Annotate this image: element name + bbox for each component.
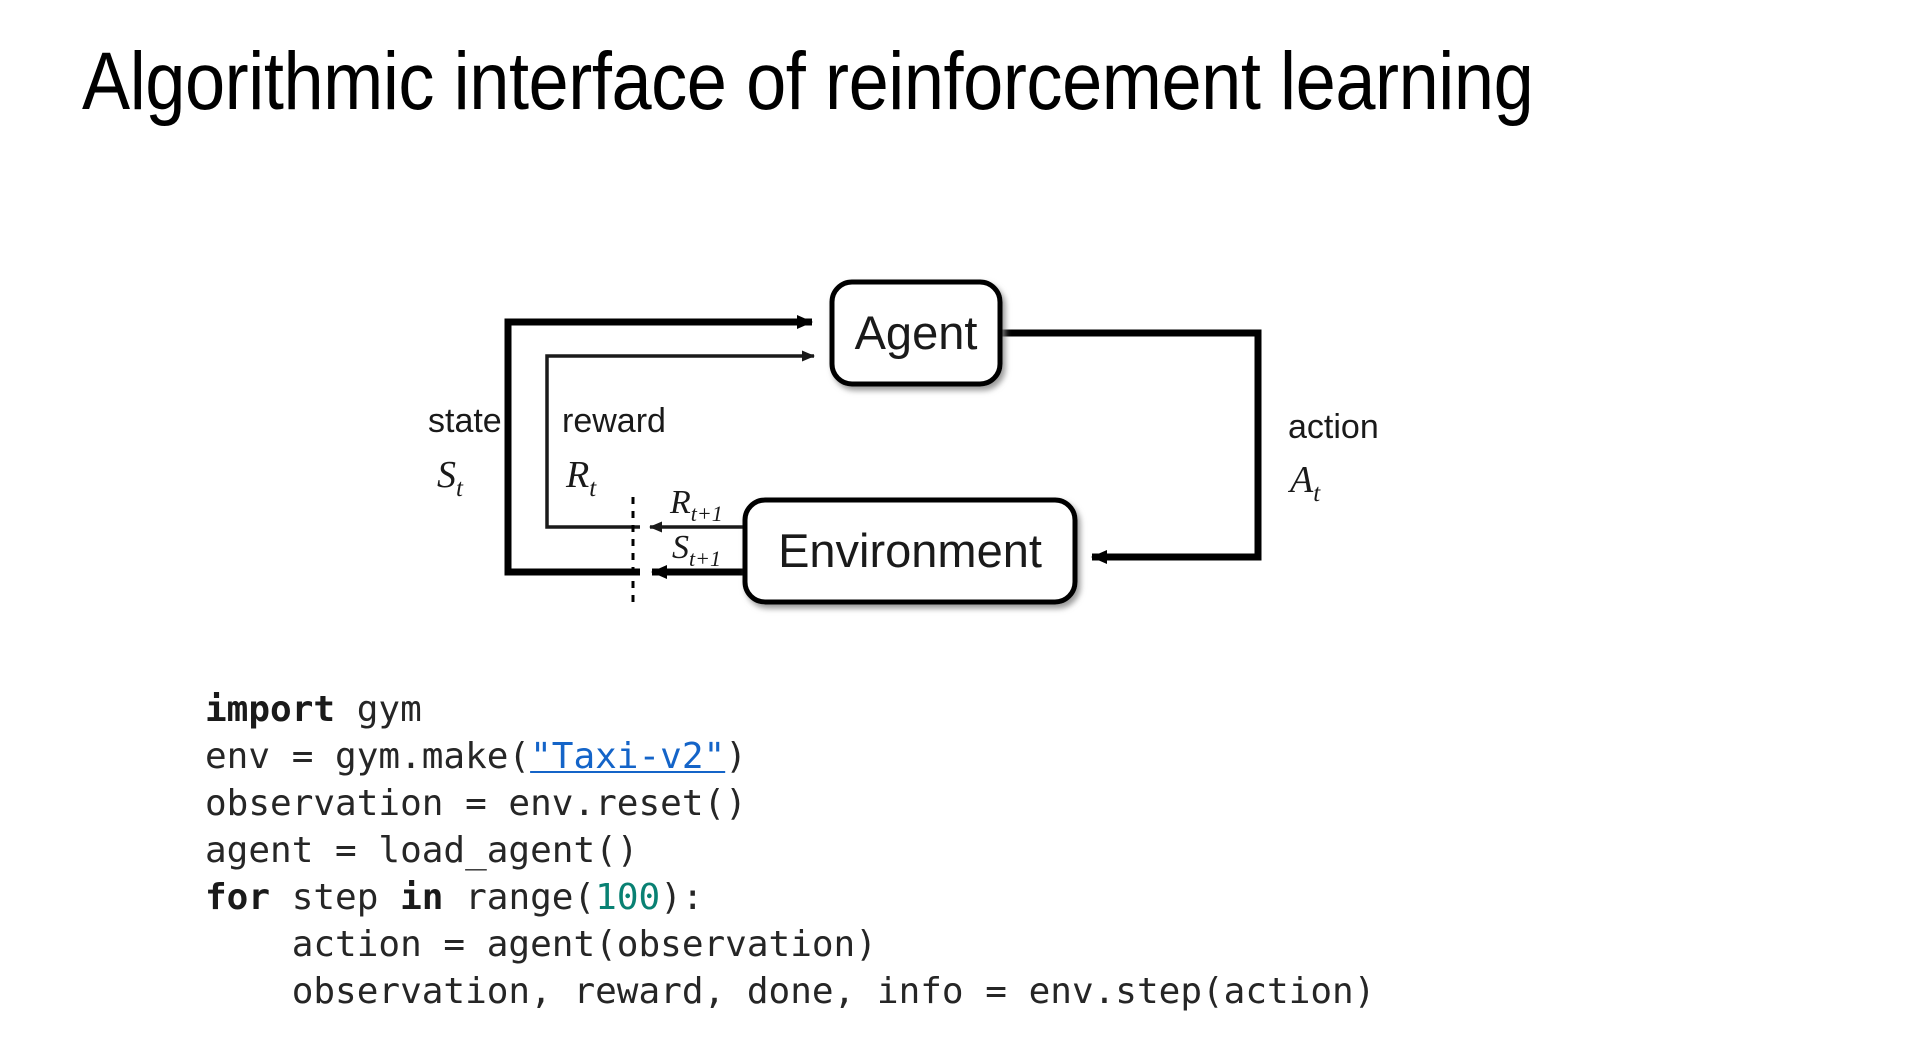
agent-node	[829, 279, 1003, 387]
code-line: observation, reward, done, info = env.st…	[205, 968, 1376, 1015]
state-next-label: St+1	[672, 529, 721, 571]
code-token: range(	[443, 877, 596, 918]
state-edge	[504, 315, 813, 576]
reward-edge	[545, 350, 815, 529]
code-line: agent = load_agent()	[205, 827, 1375, 874]
environment-node-label: Environment	[778, 524, 1042, 577]
code-line: observation = env.reset()	[205, 780, 1375, 827]
state-label-symbol: St	[437, 454, 464, 502]
reward-label-text: reward	[562, 402, 666, 440]
code-line: for step in range(100):	[205, 874, 1375, 921]
environment-node	[742, 497, 1078, 605]
code-token: for	[205, 877, 271, 918]
code-token: env = gym.make(	[205, 736, 531, 777]
code-link[interactable]: "Taxi-v2"	[530, 736, 726, 777]
code-line: env = gym.make("Taxi-v2")	[205, 733, 1375, 780]
code-token: observation, reward, done, info = env.st…	[205, 971, 1376, 1012]
reward-label-symbol: Rt	[565, 454, 597, 502]
code-token: )	[725, 736, 747, 777]
code-token: 100	[595, 877, 661, 918]
code-token: step	[270, 877, 401, 918]
page-title: Algorithmic interface of reinforcement l…	[82, 36, 1534, 127]
reward-next-label: Rt+1	[669, 484, 723, 526]
state-label-text: state	[428, 402, 502, 440]
code-line: action = agent(observation)	[205, 921, 1375, 968]
action-label-text: action	[1288, 408, 1379, 446]
code-token: in	[400, 877, 444, 918]
action-edge	[1000, 329, 1262, 564]
agent-node-label: Agent	[855, 306, 978, 359]
code-token: action = agent(observation)	[205, 924, 877, 965]
code-token: gym	[335, 689, 422, 730]
code-token: import	[205, 689, 336, 730]
code-token: observation = env.reset()	[205, 783, 747, 824]
code-line: import gym	[205, 686, 1375, 733]
code-token: ):	[660, 877, 704, 918]
action-label-symbol: At	[1287, 459, 1321, 507]
code-token: agent = load_agent()	[205, 830, 639, 871]
